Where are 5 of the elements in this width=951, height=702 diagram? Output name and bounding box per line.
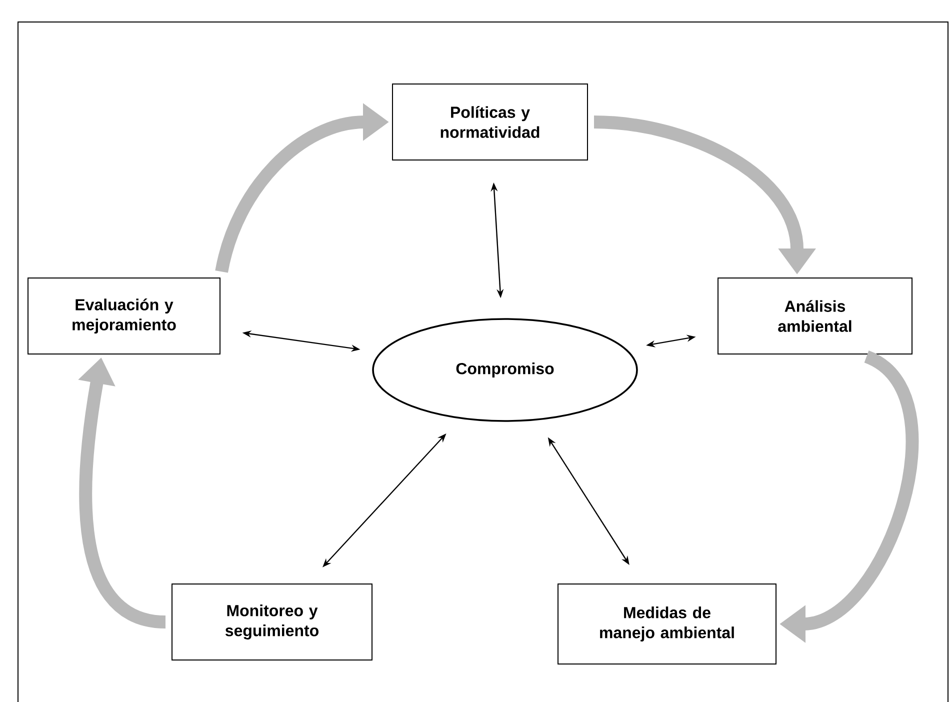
process-box: Medidas de manejo ambiental	[558, 584, 776, 664]
process-box: Monitoreo y seguimiento	[172, 584, 372, 660]
process-box: Evaluación y mejoramiento	[28, 278, 220, 354]
process-box: Políticas y normatividad	[392, 84, 588, 160]
process-box: Análisis ambiental	[718, 278, 912, 354]
